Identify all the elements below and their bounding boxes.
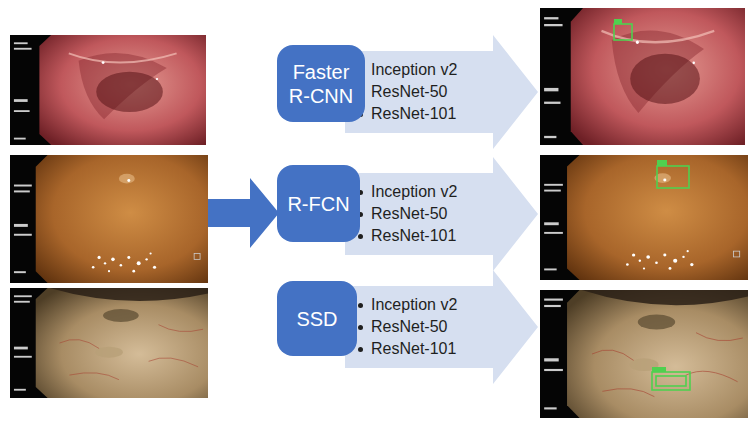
backbone-item: Inception v2 <box>358 59 457 81</box>
output-endoscopy-image <box>540 155 748 280</box>
bullet <box>358 347 363 352</box>
detection-tag <box>652 367 666 372</box>
detection-tag <box>614 19 622 24</box>
backbone-list: Inception v2 ResNet-50ResNet-101 <box>358 59 457 125</box>
detection-tag <box>657 160 667 166</box>
backbone-item: ResNet-101 <box>358 338 457 360</box>
input-endoscopy-image <box>10 288 208 398</box>
output-endoscopy-image <box>540 8 745 145</box>
backbone-name: ResNet-50 <box>371 318 447 336</box>
detection-box <box>656 376 686 386</box>
backbone-item: ResNet-101 <box>358 103 457 125</box>
detection-box <box>652 372 690 390</box>
backbone-item: Inception v2 <box>358 181 457 203</box>
backbone-name: ResNet-50 <box>371 83 447 101</box>
backbone-arrow: Inception v2 ResNet-50ResNet-101 <box>345 157 538 271</box>
detector-name: Faster R-CNN <box>277 56 365 112</box>
detector-name: SSD <box>290 303 343 335</box>
backbone-name: ResNet-101 <box>371 105 456 123</box>
detector-name: R-FCN <box>281 188 355 220</box>
backbone-name: Inception v2 <box>371 183 457 201</box>
backbone-item: Inception v2 <box>358 294 457 316</box>
backbone-item: ResNet-50 <box>358 203 457 225</box>
detection-box <box>614 24 632 40</box>
arrow-shape <box>345 35 538 149</box>
arrow-shape <box>345 157 538 271</box>
backbone-list: Inception v2 ResNet-50ResNet-101 <box>358 294 457 360</box>
backbone-name: Inception v2 <box>371 296 457 314</box>
backbone-arrow: Inception v2 ResNet-50ResNet-101 <box>345 35 538 149</box>
bullet <box>358 325 363 330</box>
detection-box <box>657 166 689 188</box>
detector-box: Faster R-CNN <box>277 45 365 122</box>
backbone-item: ResNet-101 <box>358 225 457 247</box>
detector-box: R-FCN <box>277 165 360 242</box>
backbone-name: Inception v2 <box>371 61 457 79</box>
output-endoscopy-image <box>540 290 748 418</box>
backbone-item: ResNet-50 <box>358 316 457 338</box>
detection-box <box>614 19 690 390</box>
input-endoscopy-image <box>10 35 206 145</box>
input-arrow <box>208 178 279 248</box>
bullet <box>358 303 363 308</box>
backbone-arrow: Inception v2 ResNet-50ResNet-101 <box>345 270 538 384</box>
backbone-name: ResNet-101 <box>371 227 456 245</box>
arrow-shape <box>345 270 538 384</box>
input-endoscopy-image <box>10 155 208 283</box>
backbone-item: ResNet-50 <box>358 81 457 103</box>
backbone-list: Inception v2 ResNet-50ResNet-101 <box>358 181 457 247</box>
bullet <box>358 234 363 239</box>
backbone-name: ResNet-50 <box>371 205 447 223</box>
backbone-name: ResNet-101 <box>371 340 456 358</box>
detector-box: SSD <box>277 281 357 356</box>
